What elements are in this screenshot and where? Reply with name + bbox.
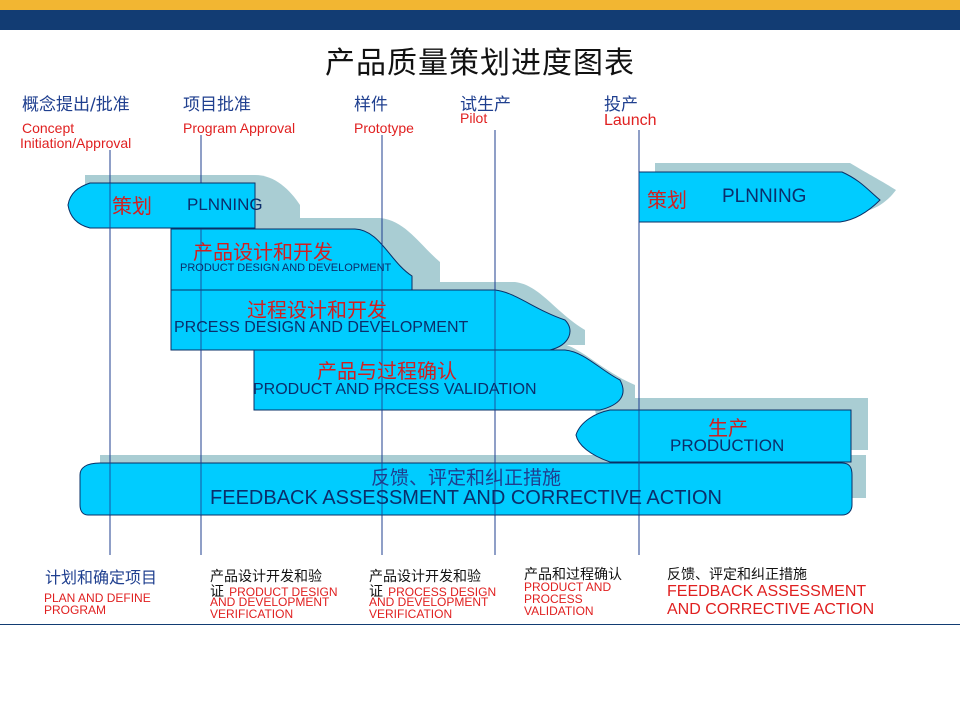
- output-plan-cn: 计划和确定项目: [45, 568, 158, 587]
- bar-planning2: [638, 171, 881, 223]
- bar-process-design-en: PRCESS DESIGN AND DEVELOPMENT: [174, 319, 469, 336]
- phase-concept-en-1: Concept: [22, 120, 75, 136]
- phase-bars: [67, 171, 881, 516]
- phase-concept-cn: 概念提出/批准: [22, 95, 130, 115]
- phase-program-en: Program Approval: [183, 120, 296, 136]
- output-plan-en-2: PROGRAM: [44, 603, 107, 617]
- output-process-design-en-first: PROCESS DESIGN: [388, 585, 497, 599]
- bar-planning1: [67, 182, 256, 229]
- phase-pilot-cn: 试生产: [460, 95, 511, 115]
- bar-production-cn: 生产: [708, 416, 748, 440]
- bar-planning1-en: PLNNING: [187, 195, 263, 214]
- output-feedback-en-2: AND CORRECTIVE ACTION: [667, 601, 875, 618]
- bar-feedback-cn: 反馈、评定和纠正措施: [370, 467, 561, 489]
- phase-launch-en: Launch: [604, 112, 657, 129]
- output-product-design-cn: 产品设计开发和验: [210, 569, 322, 585]
- bar-feedback-en: FEEDBACK ASSESSMENT AND CORRECTIVE ACTIO…: [210, 487, 722, 509]
- bar-planning2-en: PLNNING: [722, 186, 807, 207]
- bar-product-design-en: PRODUCT DESIGN AND DEVELOPMENT: [180, 262, 392, 274]
- bar-production-en: PRODUCTION: [670, 436, 785, 455]
- bar-production: [575, 409, 852, 463]
- phase-concept-en-2: Initiation/Approval: [20, 135, 132, 151]
- output-product-design-cn2: 证: [210, 584, 224, 600]
- output-feedback-en-1: FEEDBACK ASSESSMENT: [667, 583, 867, 600]
- output-validation-en-2: PROCESS: [524, 592, 583, 606]
- output-plan-en-1: PLAN AND DEFINE: [44, 591, 151, 605]
- phase-pilot-en: Pilot: [460, 110, 488, 126]
- output-product-design-en-1: AND DEVELOPMENT: [210, 595, 330, 609]
- top-header-bar: [0, 10, 960, 30]
- output-product-design-en-first: PRODUCT DESIGN: [229, 585, 338, 599]
- bar-planning2-cn: 策划: [647, 188, 687, 212]
- output-process-design-en-2: VERIFICATION: [369, 607, 453, 621]
- output-feedback-cn: 反馈、评定和纠正措施: [667, 567, 807, 583]
- bar-process-design-cn: 过程设计和开发: [247, 298, 387, 322]
- output-validation-en-3: VALIDATION: [524, 604, 594, 618]
- bar-validation-cn: 产品与过程确认: [317, 359, 457, 383]
- bar-product-design-cn: 产品设计和开发: [193, 240, 333, 264]
- output-product-design-line2: 证 PRODUCT DESIGN: [210, 581, 338, 601]
- bar-validation-en: PRODUCT AND PRCESS VALIDATION: [253, 381, 537, 398]
- output-process-design-line2: 证 PROCESS DESIGN: [369, 581, 496, 601]
- phase-launch-cn: 投产: [604, 95, 638, 115]
- bottom-divider: [0, 624, 960, 625]
- phase-program-cn: 项目批准: [183, 95, 251, 115]
- phase-prototype-cn: 样件: [354, 95, 388, 115]
- bar-validation: [253, 349, 624, 411]
- phase-prototype-en: Prototype: [354, 120, 414, 136]
- output-process-design-cn2: 证: [369, 584, 383, 600]
- output-validation-en-1: PRODUCT AND: [524, 580, 612, 594]
- bar-planning1-cn: 策划: [112, 194, 152, 218]
- bar-process-design: [170, 289, 571, 351]
- top-accent-bar: [0, 0, 960, 10]
- bar-feedback: [79, 462, 853, 516]
- bar-product-design: [170, 228, 413, 291]
- output-product-design-en-2: VERIFICATION: [210, 607, 294, 621]
- output-validation-cn: 产品和过程确认: [524, 567, 622, 583]
- output-process-design-cn: 产品设计开发和验: [369, 569, 481, 585]
- page-title: 产品质量策划进度图表: [325, 46, 635, 81]
- output-process-design-en-1: AND DEVELOPMENT: [369, 595, 489, 609]
